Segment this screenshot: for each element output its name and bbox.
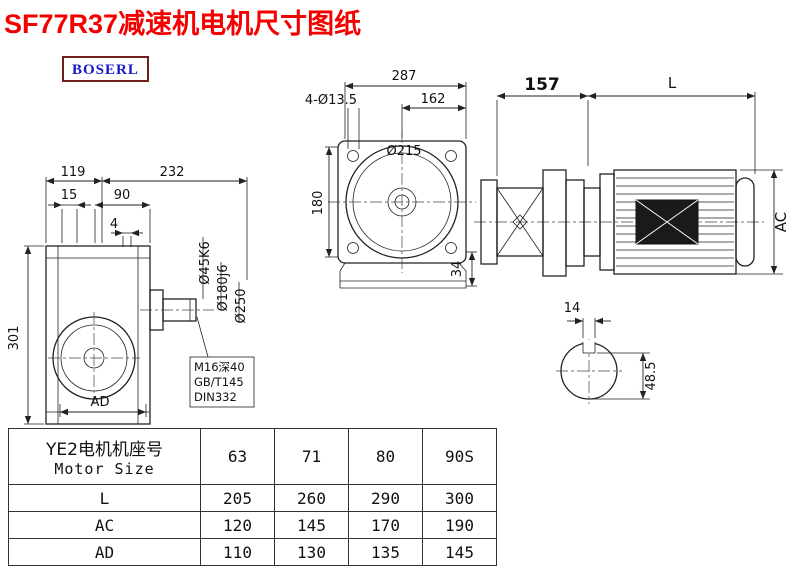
bolt-hole <box>445 242 457 254</box>
plug-symbol <box>512 214 528 230</box>
note-m16: M16深40 <box>194 360 245 374</box>
table-header-row: YE2电机机座号 Motor Size 63 71 80 90S <box>8 428 497 485</box>
dim-AD: AD <box>91 395 110 410</box>
dim-162: 162 <box>421 92 446 107</box>
table-row-L: L 205 260 290 300 <box>8 484 497 512</box>
dim-90: 90 <box>114 188 131 203</box>
value-AD-71: 130 <box>274 538 349 566</box>
bolt-hole <box>347 150 359 162</box>
motor-size-header-cell: YE2电机机座号 Motor Size <box>8 428 201 485</box>
fan-cover <box>735 177 755 267</box>
dim-34: 34 <box>450 261 465 278</box>
dim-L: L <box>668 74 677 92</box>
value-AC-90S: 190 <box>422 511 497 539</box>
dim-119: 119 <box>61 165 86 180</box>
bolt-hole <box>347 242 359 254</box>
boserl-logo: BOSERL <box>62 56 149 82</box>
value-L-71: 260 <box>274 484 349 512</box>
motor-view: 157 L AC <box>474 74 790 277</box>
dim-bore-215: Ø215 <box>386 144 421 159</box>
front-view: 287 162 4-Ø13.5 Ø215 180 34 <box>305 69 477 289</box>
value-L-63: 205 <box>200 484 275 512</box>
dim-flange-dia: Ø250 <box>234 288 249 323</box>
adapter-flange <box>542 169 567 277</box>
row-label-AC: AC <box>8 511 201 539</box>
row-label-L: L <box>8 484 201 512</box>
value-AC-80: 170 <box>348 511 423 539</box>
dim-301: 301 <box>7 326 22 351</box>
dimension-table: YE2电机机座号 Motor Size 63 71 80 90S L 205 2… <box>8 428 497 566</box>
dim-AC: AC <box>772 212 790 232</box>
value-L-90S: 300 <box>422 484 497 512</box>
note-box <box>189 356 255 408</box>
value-AD-80: 135 <box>348 538 423 566</box>
dim-180: 180 <box>311 191 326 216</box>
value-AD-90S: 145 <box>422 538 497 566</box>
size-col-90S: 90S <box>422 428 497 485</box>
table-row-AC: AC 120 145 170 190 <box>8 511 497 539</box>
left-view: 119 232 15 90 4 301 AD Ø45K6 Ø180 <box>7 165 255 425</box>
dim-4: 4 <box>110 217 118 232</box>
dim-spigot-dia: Ø180j6 <box>216 265 231 312</box>
dim-shaft-dia: Ø45K6 <box>198 241 213 285</box>
keyway-cut <box>583 340 595 353</box>
size-col-80: 80 <box>348 428 423 485</box>
dim-232: 232 <box>160 165 185 180</box>
note-din332: DIN332 <box>194 390 237 404</box>
value-AC-71: 145 <box>274 511 349 539</box>
dim-15: 15 <box>61 188 78 203</box>
note-gbt145: GB/T145 <box>194 375 244 389</box>
dim-14: 14 <box>564 301 581 316</box>
dim-157: 157 <box>524 75 560 95</box>
size-col-71: 71 <box>274 428 349 485</box>
table-row-AD: AD 110 130 135 145 <box>8 538 497 566</box>
shaft-section-view: 14 48.5 <box>556 301 659 404</box>
row-label-AD: AD <box>8 538 201 566</box>
dim-bolt-holes: 4-Ø13.5 <box>305 93 357 108</box>
page-title: SF77R37减速机电机尺寸图纸 <box>4 9 362 39</box>
motor-size-label-cn: YE2电机机座号 <box>46 440 163 460</box>
motor-size-label-en: Motor Size <box>54 460 155 478</box>
boserl-logo-text: BOSERL <box>72 62 139 78</box>
value-AD-63: 110 <box>200 538 275 566</box>
bolt-hole <box>445 150 457 162</box>
housing-outline <box>45 245 151 425</box>
value-AC-63: 120 <box>200 511 275 539</box>
dim-48-5: 48.5 <box>644 362 659 391</box>
size-col-63: 63 <box>200 428 275 485</box>
dim-287: 287 <box>392 69 417 84</box>
value-L-80: 290 <box>348 484 423 512</box>
